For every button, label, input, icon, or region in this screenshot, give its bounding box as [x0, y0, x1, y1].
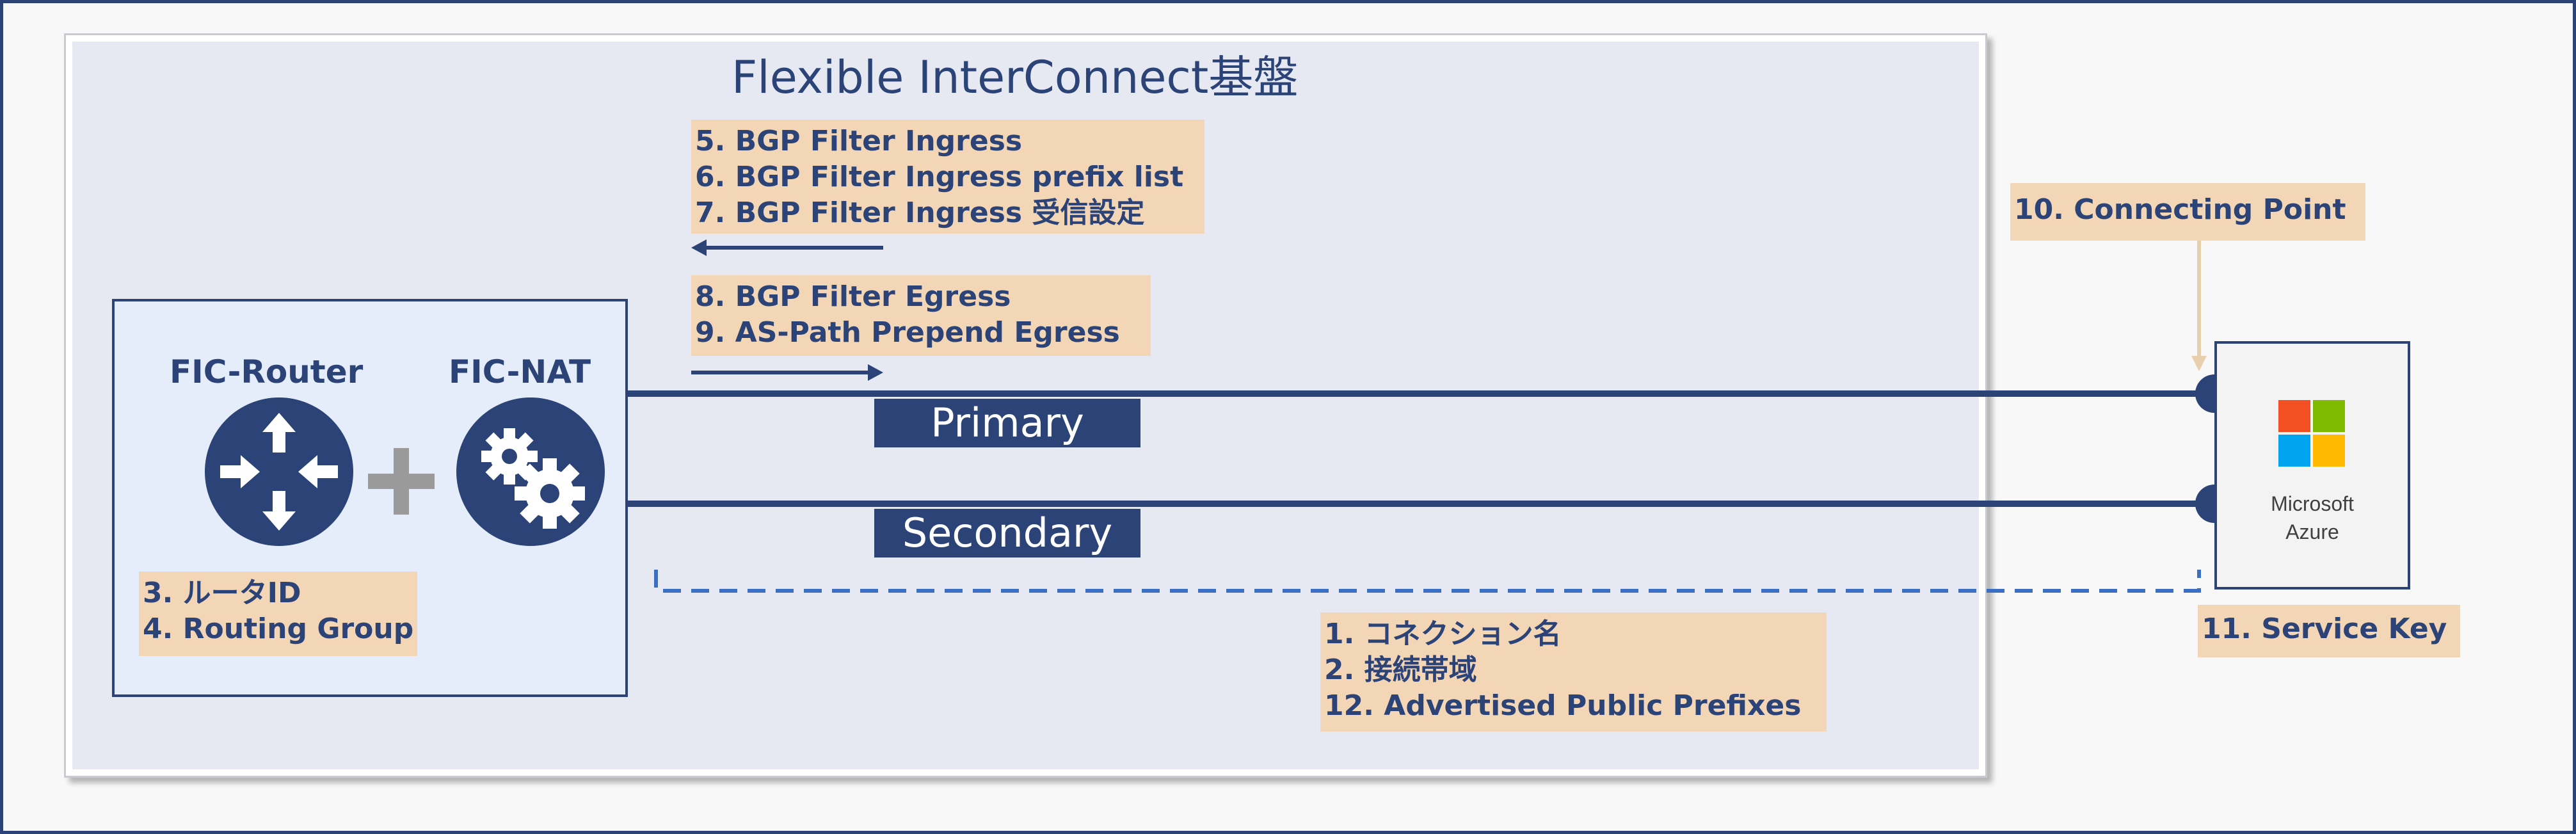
platform-title: Flexible InterConnect基盤	[732, 51, 1299, 104]
service-key-note: 11. Service Key	[2198, 605, 2460, 657]
fic-nat-label: FIC-NAT	[449, 353, 591, 390]
bgp-ingress-notes: 5. BGP Filter Ingress 6. BGP Filter Ingr…	[691, 120, 1204, 234]
router-notes: 3. ルータID 4. Routing Group	[139, 572, 417, 656]
azure-line-2: Azure	[2285, 520, 2339, 543]
connection-note-1: 1. コネクション名	[1324, 618, 1562, 650]
primary-line	[628, 390, 2215, 397]
microsoft-azure-box: Microsoft Azure	[2214, 341, 2410, 589]
bgp-ingress-note-7: 7. BGP Filter Ingress 受信設定	[695, 196, 1145, 229]
secondary-label: Secondary	[874, 509, 1140, 557]
ingress-arrowhead	[691, 239, 707, 256]
bgp-ingress-note-6: 6. BGP Filter Ingress prefix list	[695, 161, 1184, 193]
azure-line-1: Microsoft	[2271, 492, 2354, 515]
service-key-text: 11. Service Key	[2202, 613, 2447, 645]
connecting-point-text: 10. Connecting Point	[2014, 193, 2346, 226]
primary-label: Primary	[874, 399, 1140, 447]
fic-router-label: FIC-Router	[170, 353, 364, 390]
connecting-point-arrowhead	[2191, 356, 2207, 371]
secondary-line	[628, 501, 2215, 507]
connecting-point-note: 10. Connecting Point	[2010, 183, 2365, 241]
router-note-3: 3. ルータID	[143, 577, 301, 609]
connection-note-12: 12. Advertised Public Prefixes	[1324, 689, 1802, 722]
bgp-egress-note-9: 9. AS-Path Prepend Egress	[695, 316, 1120, 349]
bgp-ingress-note-5: 5. BGP Filter Ingress	[695, 125, 1023, 157]
egress-arrowhead	[868, 364, 883, 381]
router-arrows-icon	[205, 397, 353, 546]
connection-note-2: 2. 接続帯域	[1324, 654, 1477, 686]
connection-notes: 1. コネクション名 2. 接続帯域 12. Advertised Public…	[1320, 613, 1827, 732]
bgp-egress-note-8: 8. BGP Filter Egress	[695, 280, 1011, 313]
router-note-4: 4. Routing Group	[143, 613, 414, 645]
gears-icon	[456, 397, 605, 546]
plus-icon	[368, 448, 435, 515]
dashed-connection-path	[654, 570, 2201, 593]
bgp-egress-notes: 8. BGP Filter Egress 9. AS-Path Prepend …	[691, 275, 1151, 356]
microsoft-logo-icon	[2278, 400, 2345, 467]
